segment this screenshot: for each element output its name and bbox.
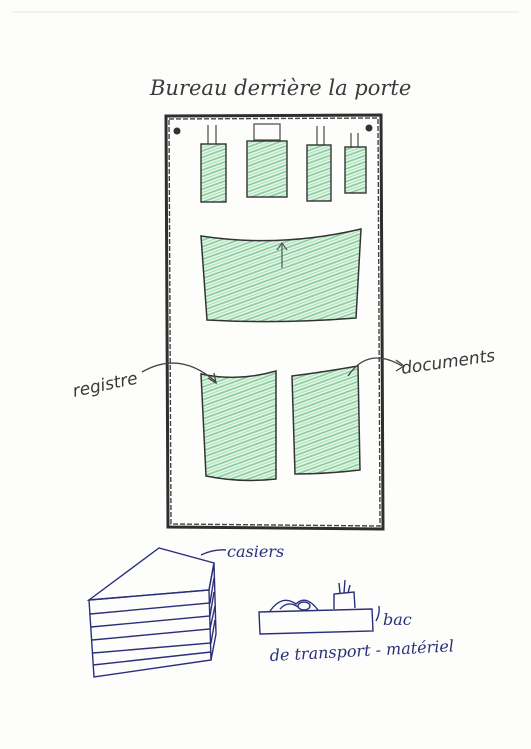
pocket-3 (307, 126, 331, 201)
pocket-4 (345, 133, 366, 193)
pocket-2 (247, 124, 287, 197)
registre-pocket (201, 371, 276, 480)
label-casiers: casiers (227, 542, 284, 561)
casiers-drawing (89, 548, 226, 677)
pocket-1 (201, 125, 226, 202)
top-pockets (201, 124, 366, 202)
drawing-title: Bureau derrière la porte (149, 76, 411, 100)
screw-icon (366, 125, 373, 132)
documents-pocket (292, 366, 360, 474)
middle-pocket (201, 229, 361, 322)
label-documents: documents (400, 346, 497, 379)
label-bac-line2: de transport - matériel (269, 636, 454, 665)
label-bac-line1: bac (383, 610, 412, 629)
bac-drawing (259, 580, 379, 634)
label-registre: registre (71, 369, 140, 402)
screw-icon (174, 128, 181, 135)
